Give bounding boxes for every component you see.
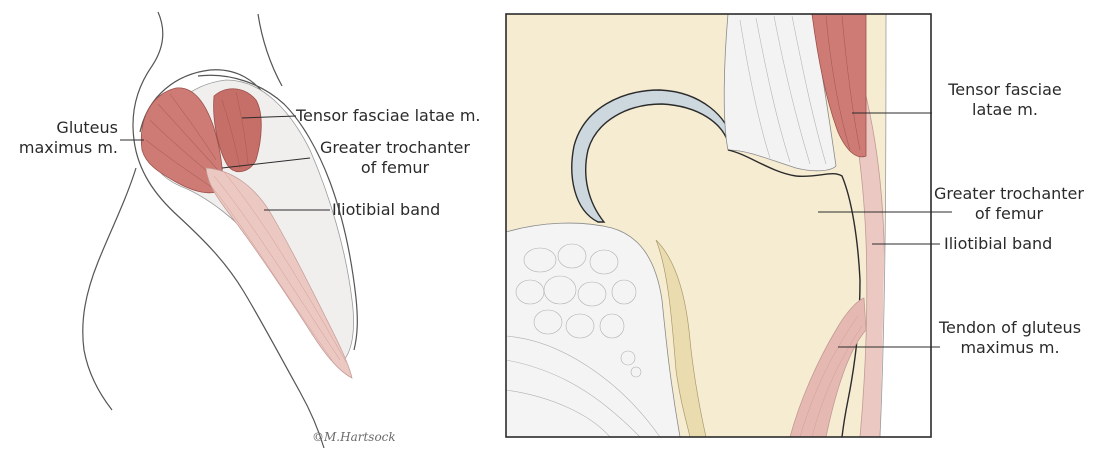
artist-signature: ©M.Hartsock: [312, 430, 396, 444]
label-tendon-gluteus-maximus-line1: Tendon of gluteus: [930, 318, 1090, 338]
label-tensor-fasciae-latae-right-line2: latae m.: [930, 100, 1080, 120]
label-tendon-gluteus-maximus: Tendon of gluteus maximus m.: [930, 318, 1090, 358]
label-tensor-fasciae-latae-right-line1: Tensor fasciae: [930, 80, 1080, 100]
hip-joint-section: [506, 14, 931, 437]
label-greater-trochanter-right-line2: of femur: [926, 204, 1092, 224]
label-iliotibial-band-right: Iliotibial band: [944, 234, 1052, 254]
rear-thigh-outline: [83, 168, 136, 410]
label-tensor-fasciae-latae-left: Tensor fasciae latae m.: [296, 106, 481, 126]
label-iliotibial-band-left: Iliotibial band: [332, 200, 440, 220]
label-greater-trochanter-left-line1: Greater trochanter: [306, 138, 484, 158]
label-greater-trochanter-right: Greater trochanter of femur: [926, 184, 1092, 224]
label-greater-trochanter-left-line2: of femur: [306, 158, 484, 178]
label-tendon-gluteus-maximus-line2: maximus m.: [930, 338, 1090, 358]
label-tensor-fasciae-latae-right: Tensor fasciae latae m.: [930, 80, 1080, 120]
label-greater-trochanter-right-line1: Greater trochanter: [926, 184, 1092, 204]
label-gluteus-maximus: Gluteus maximus m.: [14, 118, 118, 158]
label-greater-trochanter-left: Greater trochanter of femur: [306, 138, 484, 178]
label-gluteus-maximus-line1: Gluteus: [14, 118, 118, 138]
label-gluteus-maximus-line2: maximus m.: [14, 138, 118, 158]
